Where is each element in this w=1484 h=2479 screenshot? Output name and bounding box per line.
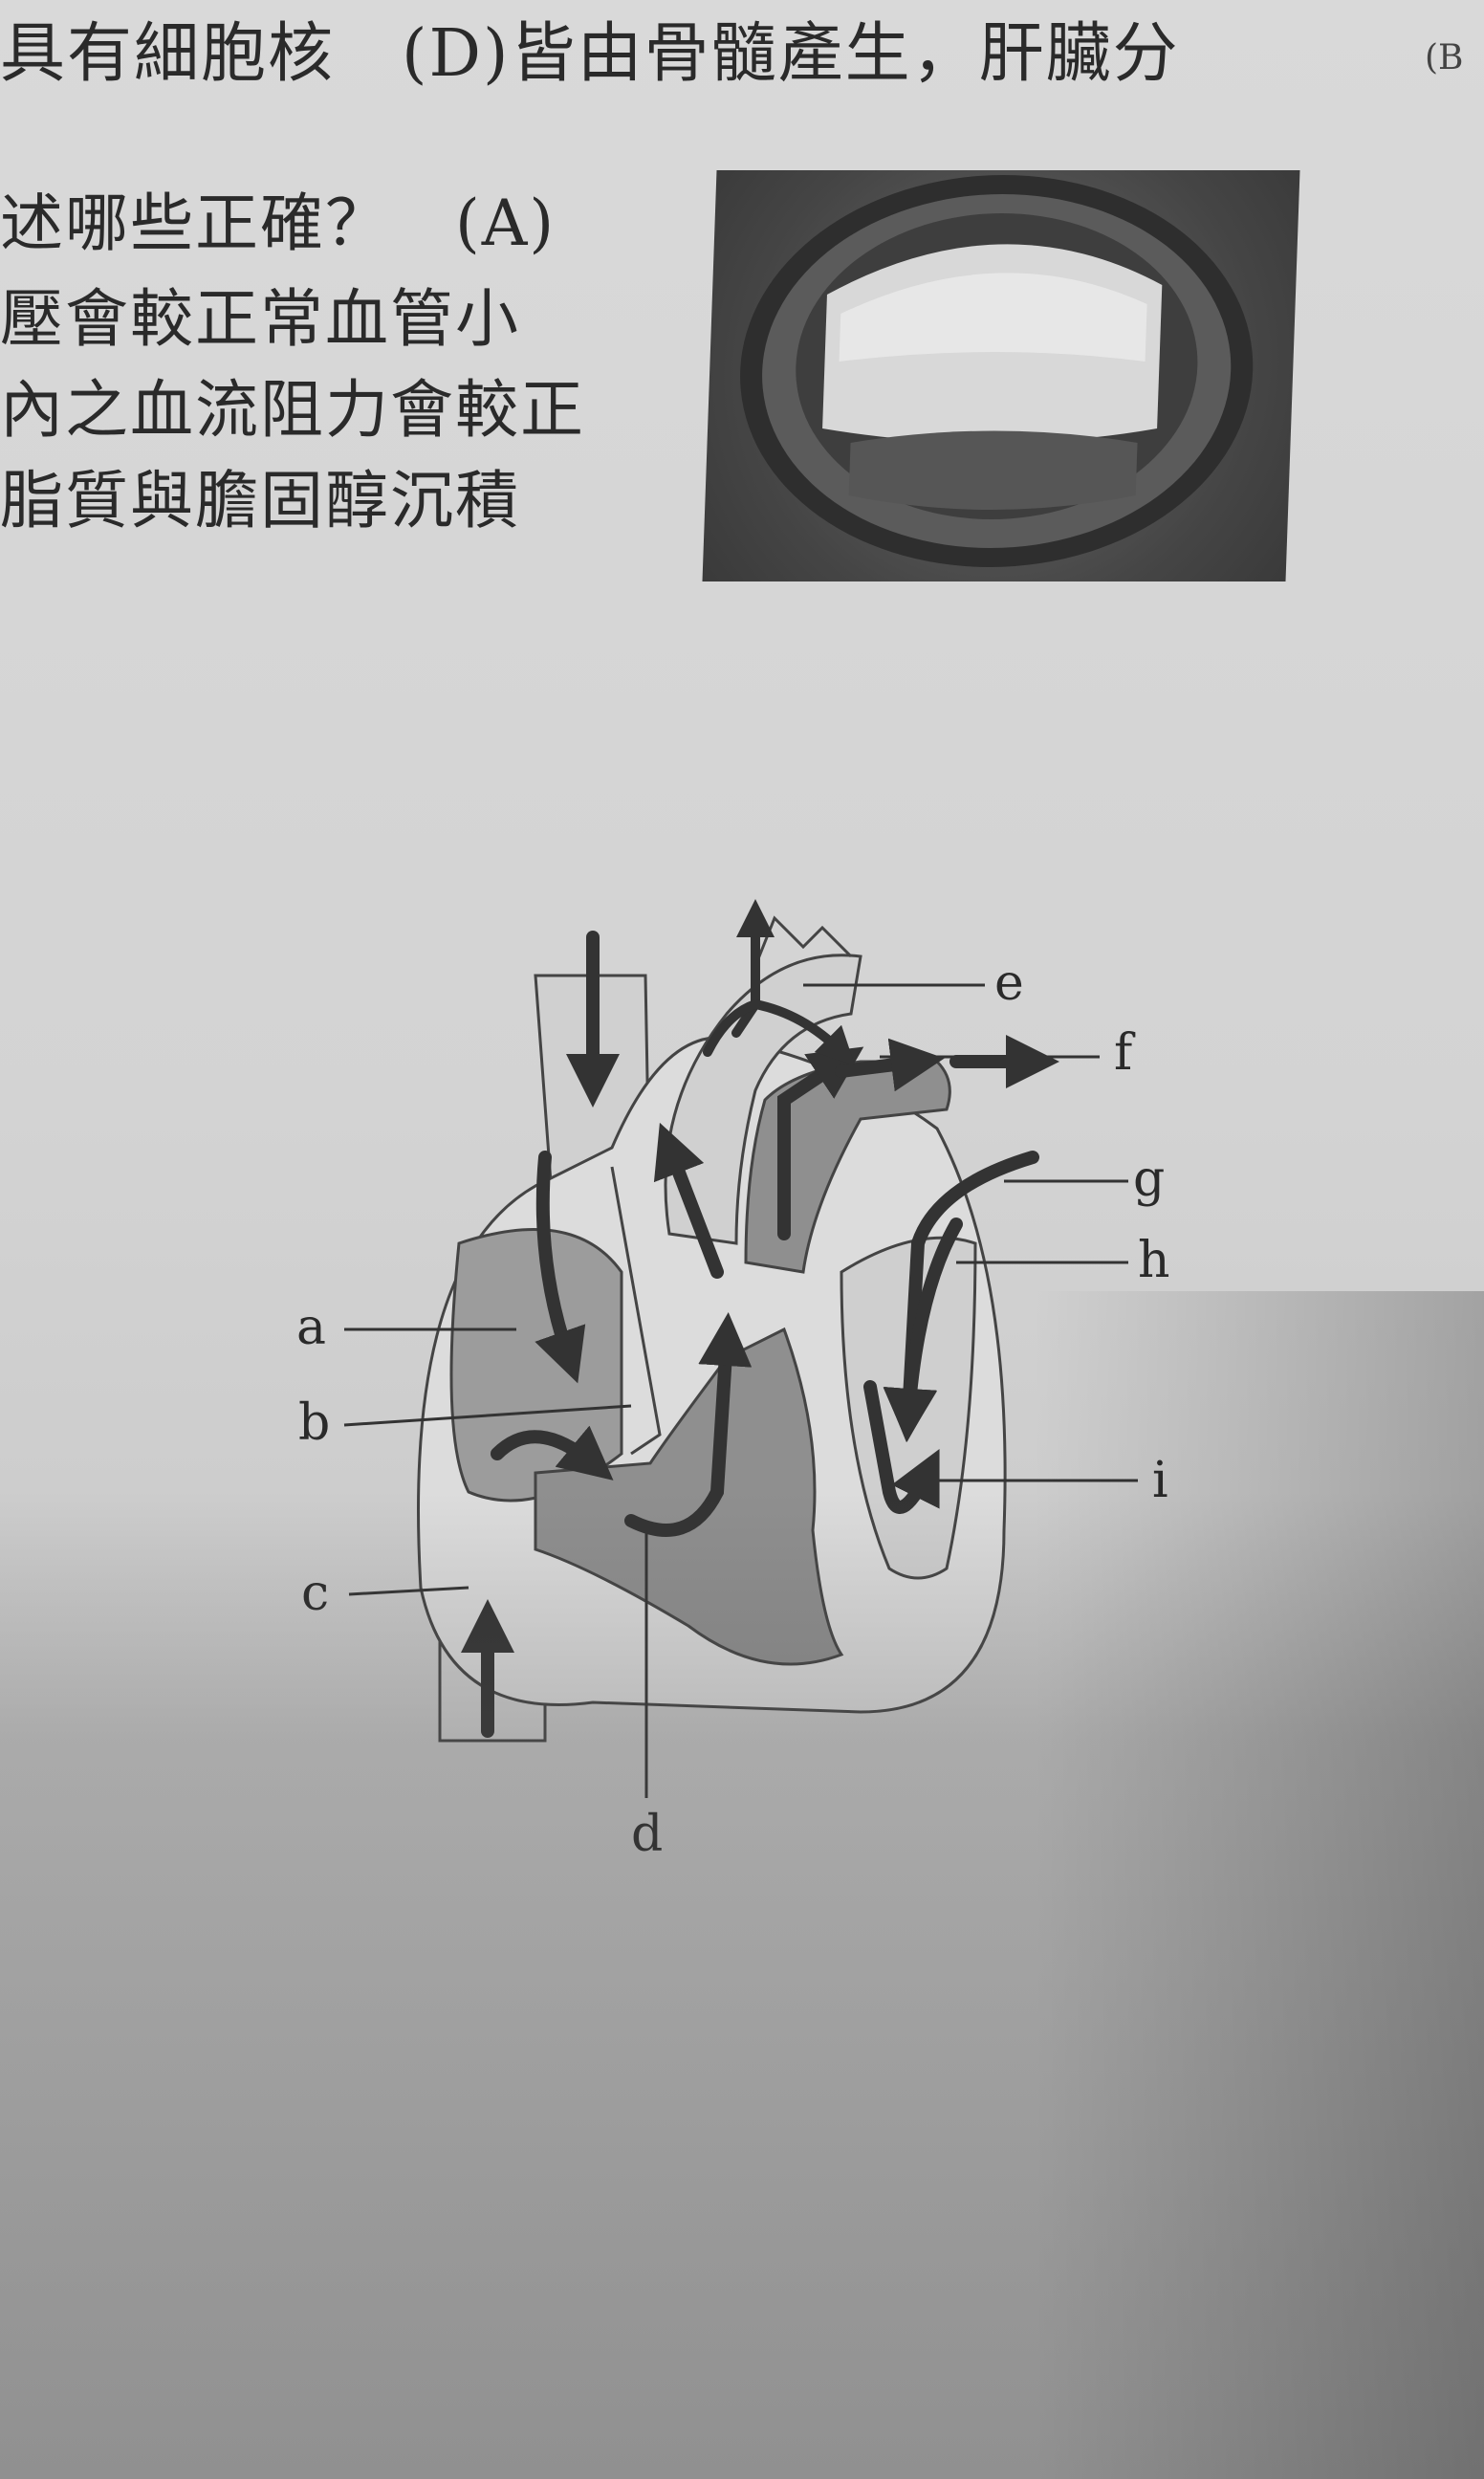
label-h: h: [1138, 1232, 1170, 1289]
aorta: [664, 954, 862, 1245]
superior-vena-cava: [534, 974, 652, 1236]
label-i: i: [1152, 1452, 1168, 1509]
photo-side-shadow: [1033, 1291, 1484, 2479]
label-f: f: [1114, 1024, 1136, 1082]
lv-flow-arrow: [863, 1380, 940, 1514]
aortic-arch-arrow: [731, 899, 775, 1038]
question-line-4: 脂質與膽固醇沉積: [0, 464, 520, 537]
ra-flow-arrow: [535, 1151, 586, 1384]
heart-outline: [417, 1036, 1007, 1714]
pulmonary-artery: [744, 1060, 951, 1274]
label-a: a: [296, 1299, 326, 1356]
artery-photo-image: [740, 175, 1254, 567]
rv-flow-arrow: [624, 1312, 753, 1537]
left-ventricle: [840, 1236, 977, 1580]
margin-note: (B: [1425, 38, 1464, 77]
artery-cross-section-photo: [702, 170, 1300, 581]
tricuspid-flow-arrow: [491, 1425, 614, 1481]
question-line-3: 內之血流阻力會較正: [0, 373, 585, 447]
right-ventricle: [534, 1327, 844, 1666]
label-g: g: [1133, 1151, 1165, 1208]
pv-flow-arrow: [883, 1151, 1039, 1442]
inferior-vena-cava: [438, 1567, 547, 1743]
pv2-flow-arrow: [884, 1218, 963, 1442]
label-e: e: [994, 954, 1024, 1012]
leader-c: [348, 1586, 469, 1596]
label-leader-lines: [343, 983, 1138, 1798]
pulmonary-right-flow-arrow: [835, 1038, 945, 1092]
right-atrium: [449, 1228, 623, 1503]
question-line-1: 述哪些正確？ (A): [0, 186, 556, 260]
label-b: b: [298, 1394, 330, 1452]
pulmonary-flow-arrow: [777, 1046, 864, 1240]
leader-b: [343, 1404, 632, 1427]
photo-shadow-overlay: [0, 1492, 1484, 2479]
question-line-2: 壓會較正常血管小: [0, 282, 520, 356]
remaining-lumen: [848, 430, 1138, 510]
aorta-flow-arrow: [653, 1122, 724, 1279]
answer-option-line: 具有細胞核 (D)皆由骨髓產生，肝臟分: [0, 16, 1180, 92]
label-d: d: [631, 1806, 663, 1863]
label-c: c: [301, 1565, 329, 1622]
blood-flow-arrows: [461, 931, 1059, 1738]
